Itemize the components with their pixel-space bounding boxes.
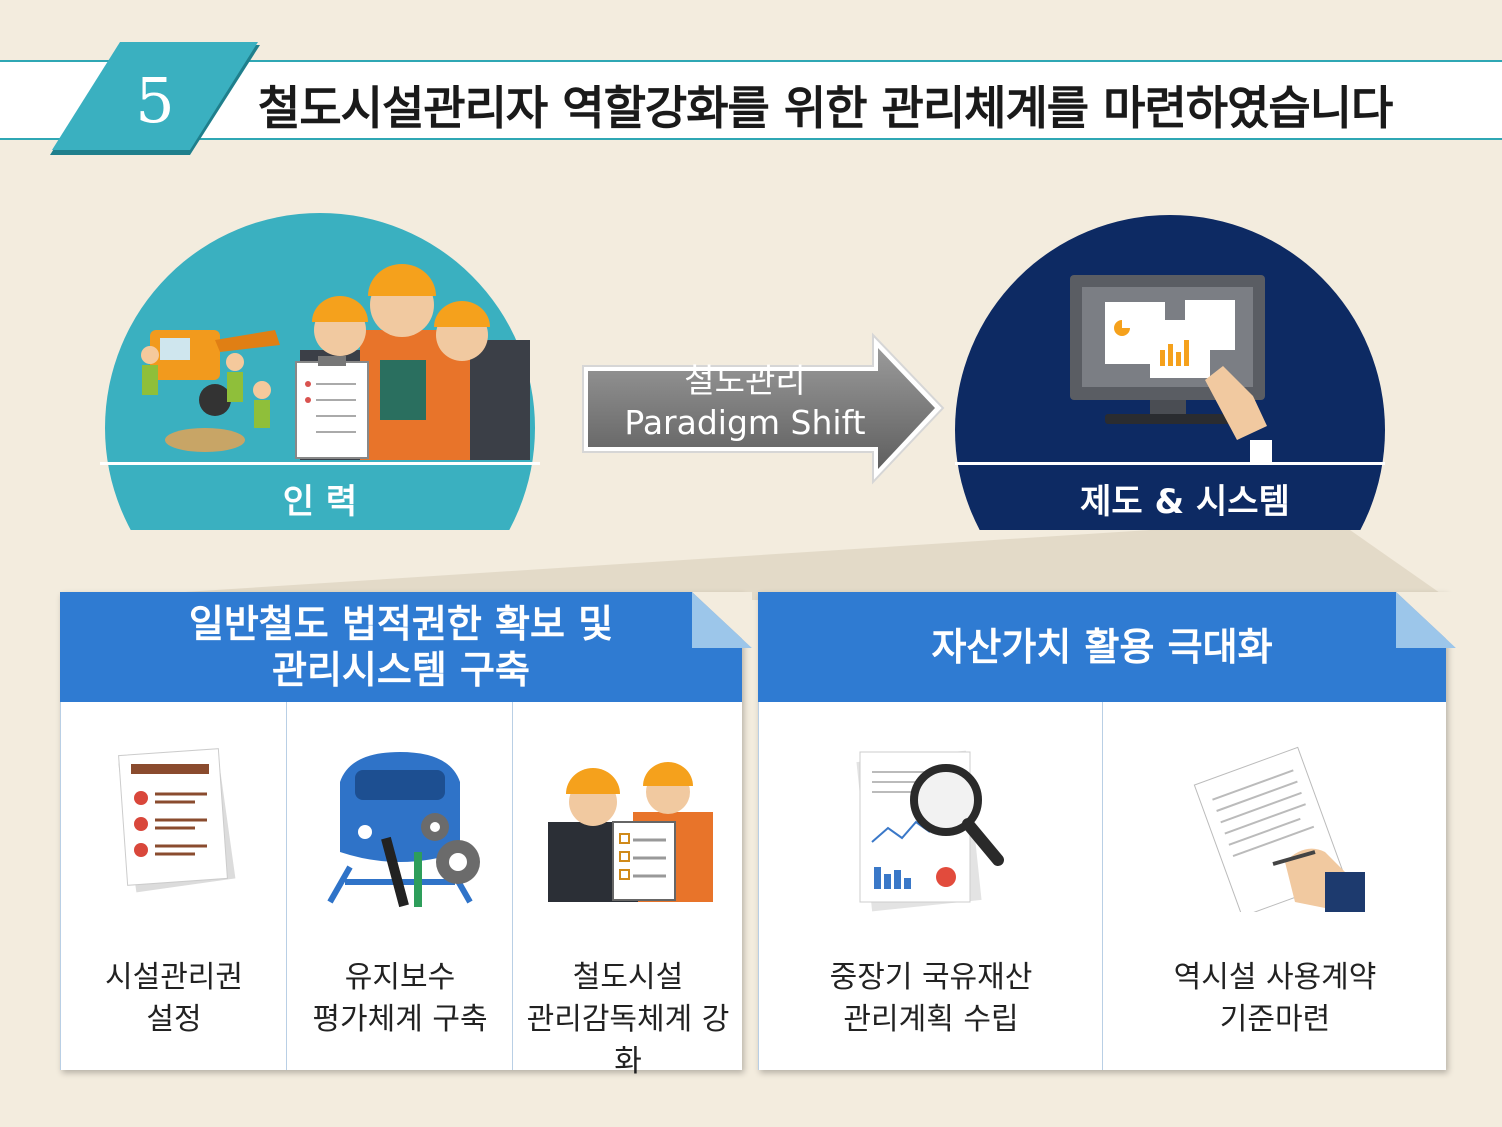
workforce-label: 인 력 — [282, 482, 358, 522]
item-label: 역시설 사용계약 기준마련 — [1173, 960, 1377, 1037]
panel-legal-authority: 일반철도 법적권한 확보 및 관리시스템 구축 시설관리권 설정 유지보수 평가… — [60, 592, 752, 1079]
panel-title: 일반철도 법적권한 확보 및 관리시스템 구축 — [60, 592, 742, 702]
contract-signing-icon — [1193, 746, 1365, 912]
panel-asset-value: 자산가치 활용 극대화 중장기 국유재산 관리계획 수립 역시설 사용계약 기준… — [758, 592, 1456, 1070]
inspectors-icon — [548, 762, 713, 902]
item-maintenance-evaluation: 유지보수 평가체계 구축 — [286, 702, 513, 1070]
item-station-contract: 역시설 사용계약 기준마련 — [1102, 702, 1447, 1070]
item-facility-rights: 시설관리권 설정 — [60, 702, 287, 1070]
item-label: 철도시설 관리감독체계 강화 — [526, 960, 730, 1079]
system-label: 제도 & 시스템 — [1080, 482, 1290, 522]
monitor-touch-icon — [1070, 275, 1272, 462]
item-state-property-plan: 중장기 국유재산 관리계획 수립 — [758, 702, 1103, 1070]
page-fold-icon — [692, 592, 752, 648]
arrow-text: 철도관리 Paradigm Shift — [610, 360, 880, 444]
arrow-line-1: 철도관리 — [684, 361, 806, 400]
paradigm-diagram — [60, 213, 1450, 600]
section-number-badge: 5 — [50, 42, 260, 155]
page-fold-icon — [1396, 592, 1456, 648]
page-title: 철도시설관리자 역할강화를 위한 관리체계를 마련하였습니다 — [258, 81, 1393, 135]
train-tools-icon — [327, 752, 480, 908]
workers-illustration-icon — [141, 264, 530, 460]
report-magnifier-icon — [856, 750, 1004, 912]
item-label: 중장기 국유재산 관리계획 수립 — [829, 960, 1033, 1037]
item-label: 시설관리권 설정 — [105, 960, 243, 1037]
paradigm-shift-arrow — [582, 332, 945, 485]
header-bar — [0, 60, 1502, 140]
section-number: 5 — [135, 64, 174, 137]
item-label: 유지보수 평가체계 구축 — [312, 960, 488, 1037]
panel-title: 자산가치 활용 극대화 — [758, 592, 1446, 702]
arrow-line-2: Paradigm Shift — [624, 403, 866, 442]
item-supervision-system: 철도시설 관리감독체계 강화 — [512, 702, 743, 1079]
checklist-icon — [118, 748, 236, 893]
